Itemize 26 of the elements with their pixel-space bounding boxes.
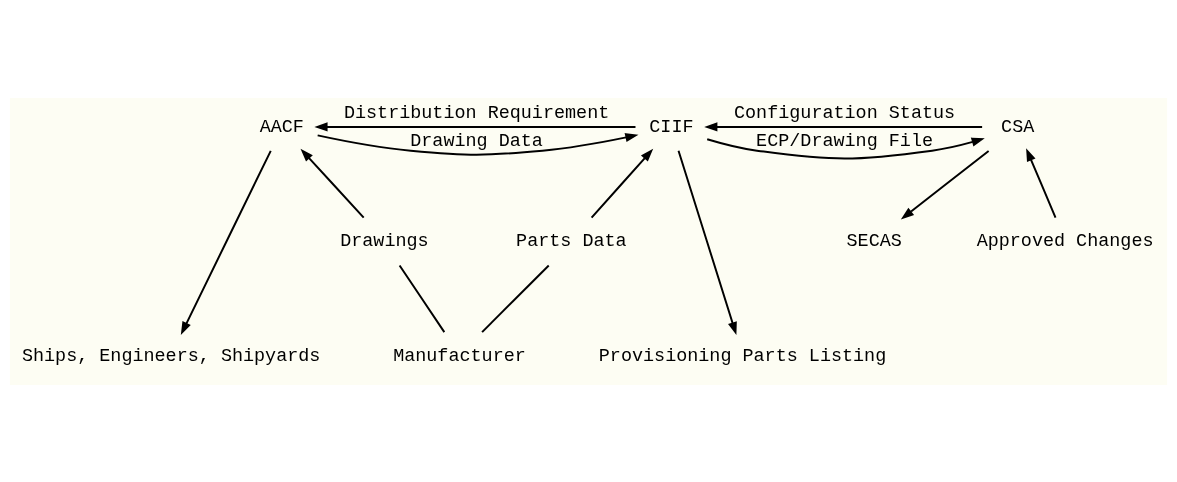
arrow — [900, 149, 990, 219]
node-text: SECAS — [846, 230, 902, 252]
arrow — [316, 132, 639, 156]
node-text: CIIF — [649, 116, 694, 138]
node-text: Provisioning Parts Listing — [598, 345, 887, 367]
node-text: Drawings — [340, 230, 429, 252]
node-text: Ships, Engineers, Shipyards — [21, 345, 321, 367]
node-text: CSA — [1001, 116, 1035, 138]
node-text: Approved Changes — [976, 230, 1154, 252]
node-text: AACF — [259, 116, 304, 138]
arrow — [704, 121, 984, 132]
edge-label: Distribution Requirement — [343, 102, 610, 124]
arrow — [706, 137, 985, 159]
edge-label: Drawing Data — [410, 130, 543, 152]
connector — [398, 263, 446, 333]
arrow — [314, 121, 637, 132]
node-text: Parts Data — [516, 230, 627, 252]
node-text: Manufacturer — [393, 345, 526, 367]
arrow — [180, 149, 272, 335]
connector — [481, 263, 550, 333]
edge-label: Configuration Status — [734, 102, 956, 124]
arrow — [1026, 147, 1057, 219]
arrow — [677, 149, 737, 335]
arrow — [300, 148, 365, 219]
edge-label: ECP/Drawing File — [756, 130, 934, 152]
arrow — [590, 148, 654, 219]
